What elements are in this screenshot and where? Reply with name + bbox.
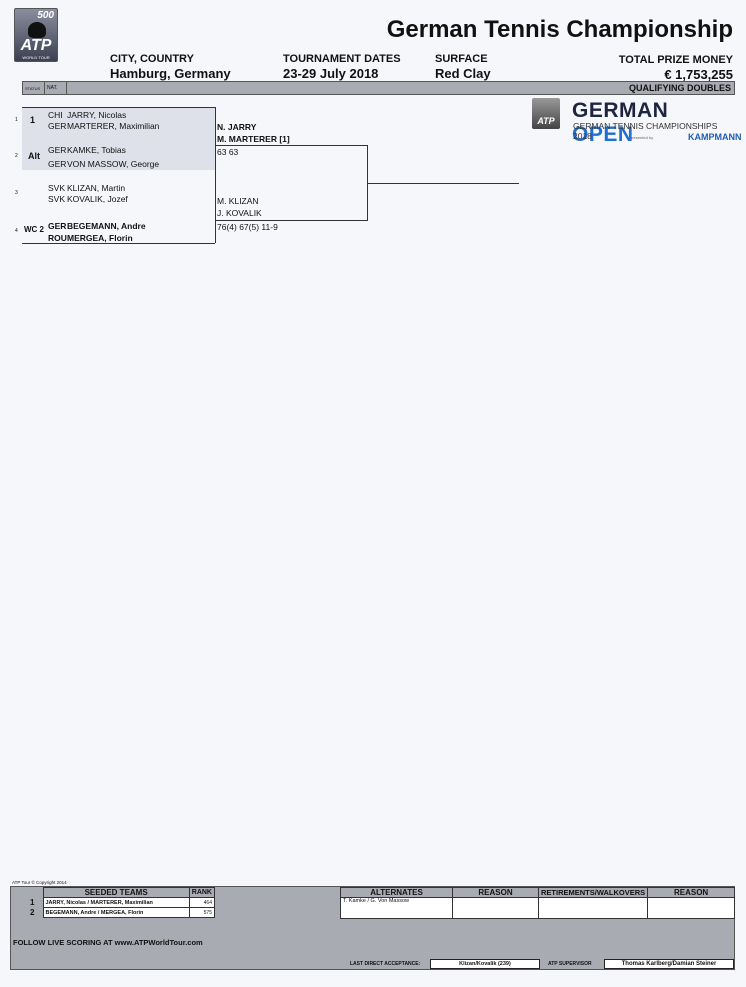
surface-value: Red Clay xyxy=(435,66,491,81)
winner-player: M. KLIZAN xyxy=(217,196,259,206)
retirements-header: RETIREMENTS/WALKOVERS xyxy=(537,887,649,898)
follow-live-scoring: FOLLOW LIVE SCORING AT www.ATPWorldTour.… xyxy=(13,938,203,947)
player-nat: GER xyxy=(48,121,67,131)
player-nat: GER xyxy=(48,145,67,155)
page-title: German Tennis Championship xyxy=(386,16,733,43)
reason-header: REASON xyxy=(452,887,539,898)
reason-header: REASON xyxy=(647,887,735,898)
event-name: GERMAN OPEN xyxy=(572,99,736,147)
draw-position: 4 xyxy=(15,228,18,234)
player-nat: CHI xyxy=(48,110,63,120)
city-label: CITY, COUNTRY xyxy=(110,53,194,65)
copyright: ATP Tour © Copyright 2014 xyxy=(12,880,67,885)
bracket-line xyxy=(215,107,216,243)
player-name: KOVALIK, Jozef xyxy=(67,194,128,204)
dates-value: 23-29 July 2018 xyxy=(283,66,379,81)
match-score: 76(4) 67(5) 11-9 xyxy=(217,222,278,232)
event-subtitle: GERMAN TENNIS CHAMPIONSHIPS 2018 xyxy=(573,121,718,141)
draw-position: 3 xyxy=(15,190,18,196)
city-value: Hamburg, Germany xyxy=(110,66,231,81)
player-nat: GER xyxy=(48,221,67,231)
bracket-line xyxy=(22,243,215,244)
supervisor-label: ATP SUPERVISOR xyxy=(548,961,592,967)
bracket-line xyxy=(367,183,519,184)
player-nat: SVK xyxy=(48,194,66,204)
player-nat: SVK xyxy=(48,183,66,193)
seed-team: BEGEMANN, Andre / MERGEA, Florin xyxy=(42,907,190,918)
retirements-cell xyxy=(537,897,649,919)
entry-status: WC 2 xyxy=(24,225,44,234)
player-name: MERGEA, Florin xyxy=(67,233,133,243)
seed-team: JARRY, Nicolas / MARTERER, Maximilian xyxy=(42,897,190,908)
entry-status: Alt xyxy=(28,151,40,161)
surface-label: SURFACE xyxy=(435,53,488,65)
player-silhouette-icon xyxy=(28,22,46,38)
nat-column: NAT. xyxy=(45,82,67,94)
bracket-line xyxy=(215,145,367,146)
bracket-line xyxy=(215,220,367,221)
rank-header: RANK xyxy=(188,887,216,898)
seeded-header: SEEDED TEAMS xyxy=(42,887,190,898)
prize-label: TOTAL PRIZE MONEY xyxy=(618,54,733,66)
draw-header-bar: STATUS NAT. QUALIFYING DOUBLES xyxy=(22,81,735,95)
lda-label: LAST DIRECT ACCEPTANCE: xyxy=(350,961,421,967)
logo-level: 500 xyxy=(37,10,54,21)
draw-type: QUALIFYING DOUBLES xyxy=(628,83,731,93)
seeded-shade xyxy=(22,107,215,170)
reason-cell xyxy=(452,897,539,919)
player-nat: GER xyxy=(48,159,67,169)
small-logo-brand: ATP xyxy=(537,116,555,126)
event-word1: GERMAN xyxy=(572,99,669,122)
logo-sub: WORLD TOUR xyxy=(22,55,50,60)
seed-rank: 464 xyxy=(188,897,216,908)
match-score: 63 63 xyxy=(217,147,239,157)
seed-rank: 575 xyxy=(188,907,216,918)
winner-player: J. KOVALIK xyxy=(217,208,262,218)
entry-status: 1 xyxy=(30,115,36,125)
player-nat: ROU xyxy=(48,233,67,243)
atp-500-logo: 500 ATP WORLD TOUR xyxy=(14,8,58,62)
dates-label: TOURNAMENT DATES xyxy=(283,53,401,65)
alternates-value: T. Kamke / G. Von Massow xyxy=(340,897,453,919)
lda-value: Klizan/Kovalik (239) xyxy=(430,959,540,969)
event-word2: OPEN xyxy=(572,123,634,146)
player-name: VON MASSOW, George xyxy=(67,159,160,169)
player-name: KAMKE, Tobias xyxy=(67,145,126,155)
alternates-header: ALTERNATES xyxy=(340,887,453,898)
winner-player: N. JARRY xyxy=(217,122,257,132)
status-column: STATUS xyxy=(23,82,45,94)
bracket-line xyxy=(22,107,215,108)
sponsor-logo: KAMPMANN xyxy=(688,132,742,142)
seed-number: 1 xyxy=(30,898,35,907)
presented-by: presented by xyxy=(630,135,654,140)
player-name: JARRY, Nicolas xyxy=(67,110,127,120)
draw-position: 1 xyxy=(15,117,18,123)
draw-position: 2 xyxy=(15,153,18,159)
winner-player: M. MARTERER [1] xyxy=(217,134,290,144)
german-open-logo: ATP GERMAN OPEN GERMAN TENNIS CHAMPIONSH… xyxy=(530,97,742,149)
supervisor-value: Thomas Karlberg/Damian Steiner xyxy=(604,959,734,969)
seed-number: 2 xyxy=(30,908,35,917)
reason-cell xyxy=(647,897,735,919)
player-name: MARTERER, Maximilian xyxy=(67,121,160,131)
player-name: KLIZAN, Martin xyxy=(67,183,126,193)
player-name: BEGEMANN, Andre xyxy=(67,221,146,231)
logo-brand: ATP xyxy=(20,37,52,54)
prize-value: € 1,753,255 xyxy=(664,67,733,82)
atp-500-small-logo: ATP xyxy=(532,98,560,129)
